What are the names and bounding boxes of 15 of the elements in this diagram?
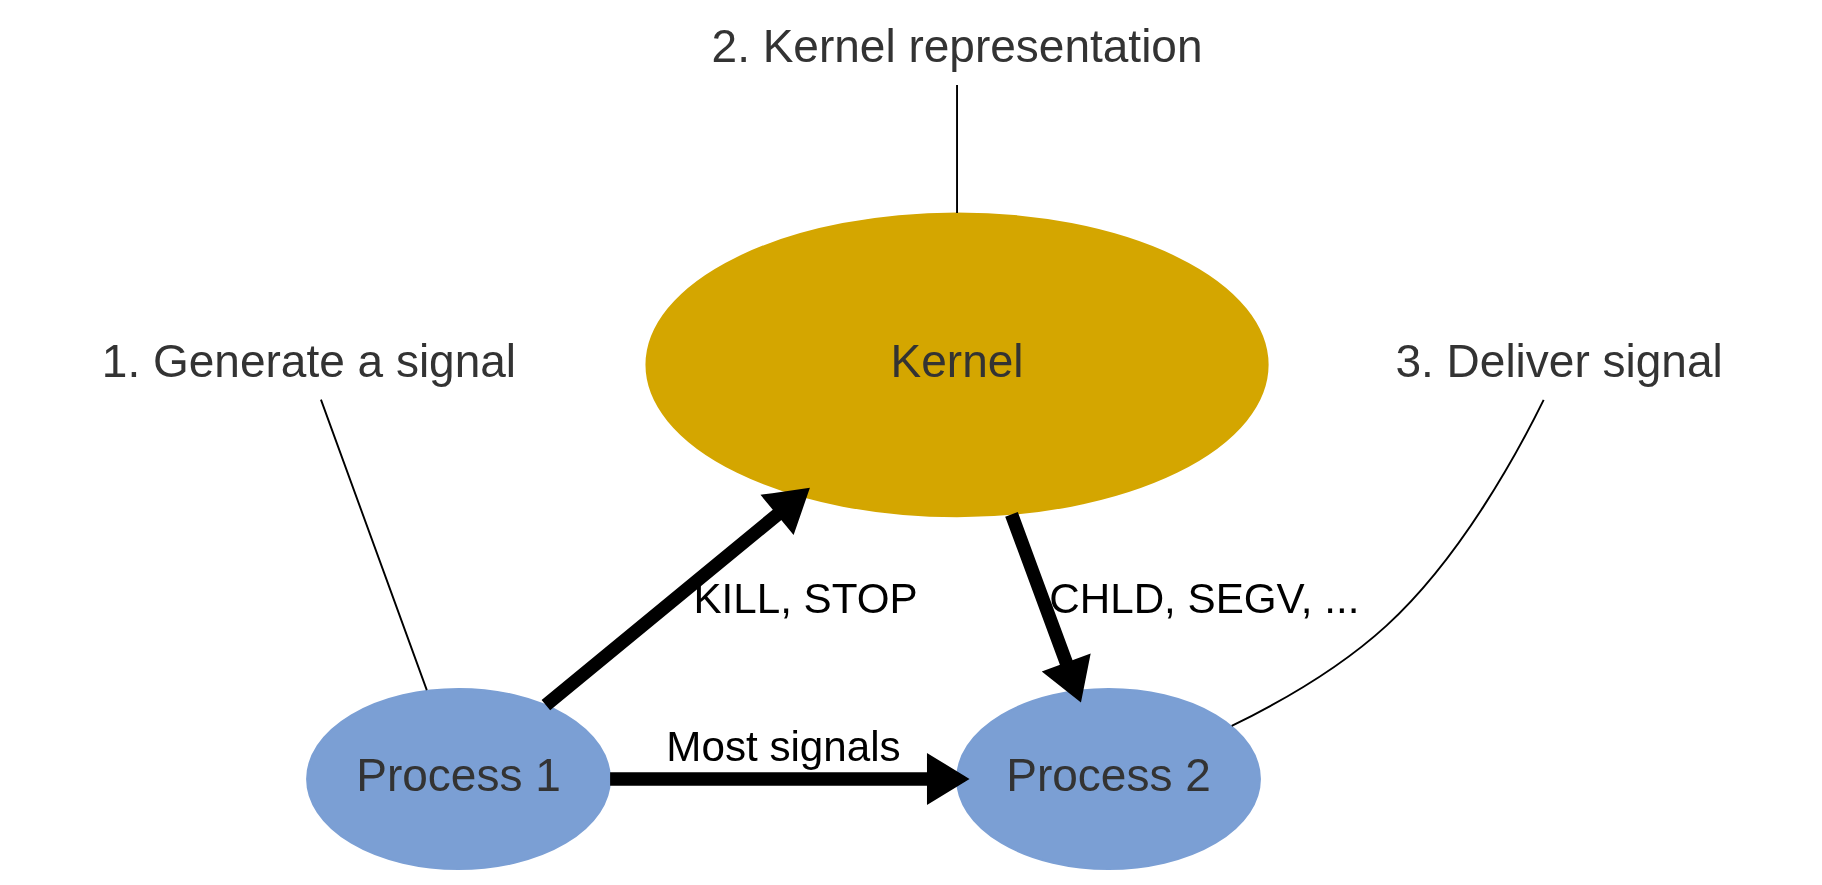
node-ellipse: Process 1 [305, 687, 611, 871]
arrow [609, 752, 970, 806]
edge-label: CHLD, SEGV, ... [1048, 575, 1359, 623]
node-text: 3. Deliver signal [1394, 334, 1723, 387]
node-text: 2. Kernel representation [711, 20, 1203, 73]
connector [319, 398, 428, 691]
node-text: 1. Generate a signal [101, 334, 516, 387]
arrow [1004, 512, 1091, 703]
connector [955, 84, 958, 214]
edge-label: Most signals [665, 722, 901, 770]
edge-label: KILL, STOP [692, 575, 918, 623]
node-ellipse: Process 2 [955, 687, 1261, 871]
arrow [541, 487, 810, 711]
node-ellipse: Kernel [644, 212, 1269, 518]
connector [1230, 398, 1545, 727]
